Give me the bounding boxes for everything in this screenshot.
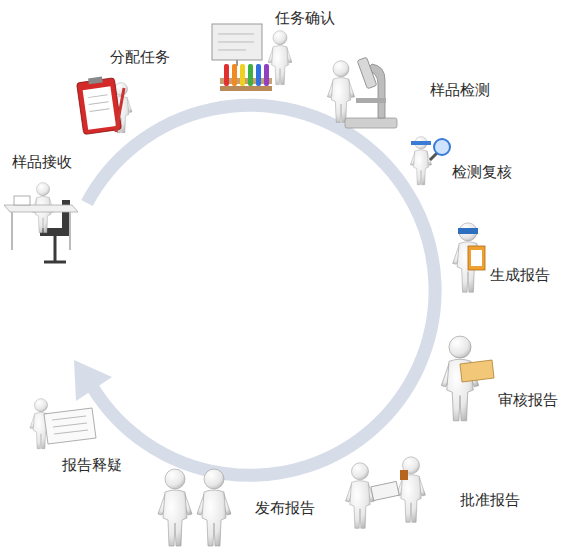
step-label: 报告释疑 — [62, 456, 122, 474]
step-label: 任务确认 — [275, 9, 335, 27]
step-label: 生成报告 — [490, 266, 550, 284]
reading-figure — [30, 399, 96, 449]
report-figure — [453, 223, 485, 292]
step-label: 检测复核 — [452, 163, 512, 181]
cycle-arrowhead — [74, 360, 112, 401]
approval-figure — [346, 457, 426, 528]
microscope-figure — [327, 57, 397, 128]
step-label: 样品接收 — [12, 153, 72, 171]
clipboard-figure — [76, 75, 132, 135]
step-label: 审核报告 — [498, 391, 558, 409]
handshake-figure — [158, 469, 231, 546]
step-label: 分配任务 — [110, 48, 170, 66]
cycle-ring — [87, 105, 435, 475]
magnifier-figure — [410, 137, 450, 185]
review-figure — [441, 336, 494, 421]
step-label: 批准报告 — [460, 491, 520, 509]
reception-figure — [4, 183, 78, 262]
step-label: 样品检测 — [430, 81, 490, 99]
board-figure — [212, 24, 292, 91]
step-label: 发布报告 — [255, 499, 315, 517]
